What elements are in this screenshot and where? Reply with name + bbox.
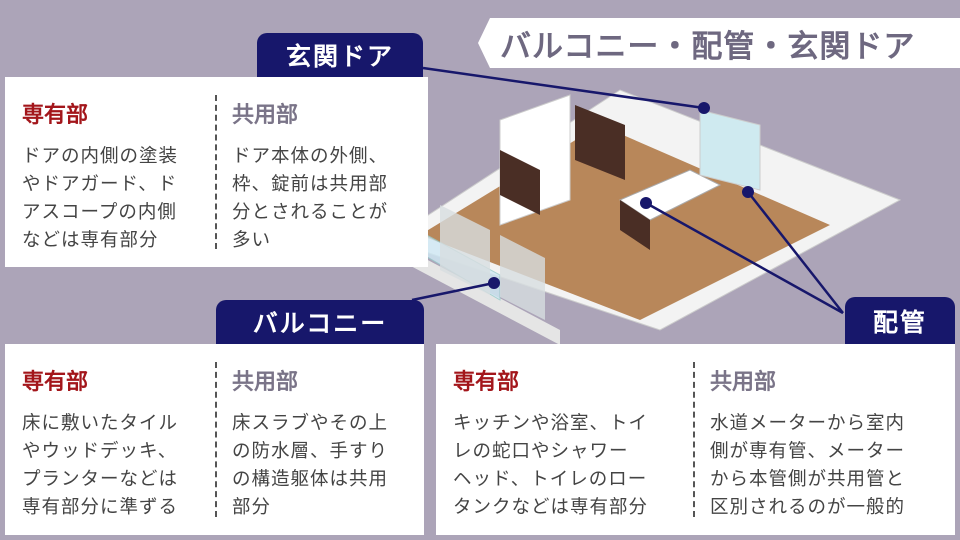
balcony-pointer-line (411, 281, 495, 302)
balcony-label: バルコニー (216, 300, 424, 344)
page-title: バルコニー・配管・玄関ドア (478, 18, 960, 68)
common-text: 水道メーターから室内 側が専有管、メーター から本管側が共用管と 区別されるのが… (710, 413, 906, 518)
private-heading: 専有部 (453, 370, 520, 395)
pipe-marker (742, 186, 754, 198)
common-heading: 共用部 (232, 370, 299, 395)
divider (215, 95, 217, 249)
pipe-marker (640, 197, 652, 209)
common-heading: 共用部 (232, 103, 299, 128)
divider (215, 362, 217, 517)
pipe-pointer-line (747, 191, 844, 314)
private-heading: 専有部 (22, 370, 89, 395)
pipe-pointer-line (645, 201, 844, 315)
door-pointer-line (422, 66, 705, 110)
slab-edge (390, 240, 560, 345)
balcony-info-box: 専有部 床に敷いたタイル やウッドデッキ、 プランターなどは 専有部分に準ずる … (5, 344, 424, 535)
window (500, 235, 545, 320)
piping-info-box: 専有部 キッチンや浴室、トイ レの蛇口やシャワー ヘッド、トイレのロー タンクな… (436, 344, 955, 535)
common-text: ドア本体の外側、 枠、錠前は共用部 分とされることが 多い (232, 146, 389, 251)
bathroom (699, 109, 761, 191)
private-text: ドアの内側の塗装 やドアガード、ド アスコープの内側 などは専有部分 (22, 146, 179, 251)
closet-door (500, 150, 540, 215)
kitchen-cabinet (620, 200, 650, 250)
private-text: キッチンや浴室、トイ レの蛇口やシャワー ヘッド、トイレのロー タンクなどは専有… (453, 413, 649, 518)
closet-door (575, 105, 625, 180)
common-heading: 共用部 (710, 370, 777, 395)
balcony-marker (488, 277, 500, 289)
door-info-box: 専有部 ドアの内側の塗装 やドアガード、ド アスコープの内側 などは専有部分 共… (5, 77, 428, 267)
common-text: 床スラブやその上 の防水層、手すり の構造躯体は共用 部分 (232, 413, 389, 518)
piping-label: 配管 (845, 297, 955, 344)
private-heading: 専有部 (22, 103, 89, 128)
private-text: 床に敷いたタイル やウッドデッキ、 プランターなどは 専有部分に準ずる (22, 413, 179, 518)
door-label: 玄関ドア (257, 33, 423, 77)
door-marker (698, 102, 710, 114)
window (440, 205, 490, 295)
divider (693, 362, 695, 517)
